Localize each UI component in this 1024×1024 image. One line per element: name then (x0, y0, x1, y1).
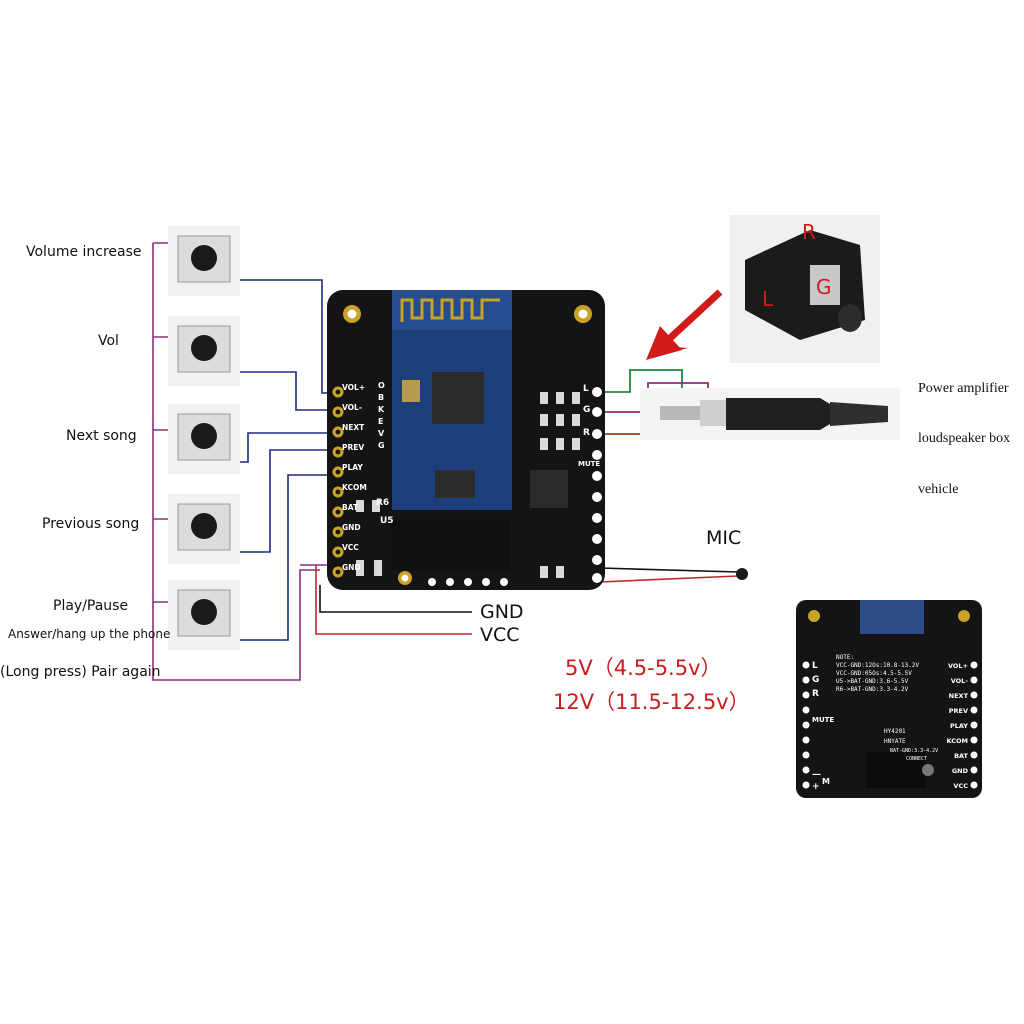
back-right-pins: VOL+ VOL- NEXT PREV PLAY KCOM BAT GND VC… (944, 659, 968, 809)
vcc-wire (315, 565, 472, 635)
label-next-song: Next song (66, 428, 137, 444)
chip-letter-e: E (378, 417, 384, 426)
voltage-12v: 12V（11.5-12.5v） (553, 690, 750, 714)
right-pin-pads (592, 387, 602, 583)
blue-wires (236, 279, 332, 641)
voltage-5v: 5V（4.5-5.5v） (565, 656, 722, 680)
tactile-button-3 (168, 404, 240, 474)
red-arrow (646, 289, 723, 360)
bottom-pin-pads (428, 578, 508, 586)
vcc-label: VCC (480, 624, 520, 646)
pin-next: NEXT (342, 423, 365, 432)
pin-play: PLAY (342, 463, 363, 472)
back-note-title: NOTE: (836, 654, 855, 661)
output-loudspeaker-box: loudspeaker box (918, 431, 1011, 446)
board-u5-mark: U5 (380, 516, 394, 526)
back-pin-vcc: VCC (953, 782, 968, 790)
pin-bat: BAT (342, 503, 359, 512)
board-left-pin-labels: VOL+ VOL- NEXT PREV PLAY KCOM BAT GND VC… (342, 378, 382, 578)
board-chip-letters: O B K E V G (378, 380, 390, 452)
back-model-2: HNYATE (884, 738, 906, 745)
audio-plug (640, 388, 900, 440)
jack-letter-l: L (762, 287, 774, 311)
back-note-line-3: U5->BAT-GND:3.6-5.5V (836, 678, 909, 685)
back-note-line-1: VCC-GND:12Os:10.8-13.2V (836, 662, 920, 669)
tactile-button-1 (168, 226, 240, 296)
label-volume-increase: Volume increase (26, 244, 142, 260)
pin-mute: MUTE (578, 460, 601, 468)
smd-components (356, 392, 580, 578)
main-board (327, 290, 605, 590)
label-pair-again: (Long press) Pair again (0, 664, 161, 680)
gnd-label: GND (480, 601, 524, 623)
pin-prev: PREV (342, 443, 365, 452)
pin-vol-minus: VOL- (342, 403, 362, 412)
back-pin-mute: MUTE (812, 716, 835, 724)
tactile-button-5 (168, 580, 240, 650)
back-pin-play: PLAY (949, 722, 968, 730)
mic-wire-black (599, 567, 739, 573)
output-vehicle: vehicle (918, 482, 959, 497)
output-power-amplifier: Power amplifier (918, 381, 1009, 396)
jack-letter-r: R (802, 220, 816, 244)
back-pin-minus: — (812, 770, 821, 780)
back-pin-gnd-2: GND (951, 797, 968, 805)
pin-l: L (583, 384, 589, 394)
back-board-pads (802, 661, 978, 789)
pin-r: R (583, 428, 590, 438)
back-pin-bat: BAT (954, 752, 968, 760)
mic-capsule (736, 568, 748, 580)
gnd-wire (319, 585, 472, 613)
mic-wire-red (599, 575, 739, 583)
left-pin-holes (335, 389, 341, 575)
back-pin-m: M (822, 777, 830, 786)
label-answer: Answer/hang up the phone (8, 627, 171, 641)
tactile-button-2 (168, 316, 240, 386)
back-connect: CONNECT (906, 756, 928, 762)
back-pin-prev: PREV (948, 707, 968, 715)
chip-letter-o: O (378, 381, 385, 390)
back-pin-r: R (812, 689, 819, 699)
back-bat-note: BAT-GND:3.3-4.2V (890, 748, 939, 754)
chip-letter-b: B (378, 393, 385, 402)
chip-letter-g: G (378, 441, 385, 450)
back-pin-next: NEXT (948, 692, 968, 700)
label-play-pause: Play/Pause (53, 598, 129, 614)
back-pin-kcom: KCOM (946, 737, 968, 745)
pin-gnd-1: GND (342, 523, 361, 532)
back-note-block: NOTE: VCC-GND:12Os:10.8-13.2V VCC-GND:05… (836, 654, 919, 694)
back-pin-l: L (812, 661, 818, 671)
pin-gnd-2: GND (342, 563, 361, 572)
pin-kcom: KCOM (342, 483, 367, 492)
pin-vol-plus: VOL+ (342, 383, 366, 392)
back-pin-g: G (812, 675, 820, 685)
tactile-button-4 (168, 494, 240, 564)
audio-jack-socket (730, 215, 880, 363)
back-note-line-2: VCC-GND:05Os:4.5-5.5V (836, 670, 912, 677)
board-r6-mark: R6 (376, 498, 390, 508)
chip-letter-k: K (378, 405, 385, 414)
back-pin-vol-minus: VOL- (950, 677, 968, 685)
mic-label: MIC (706, 527, 742, 549)
back-pin-vol-plus: VOL+ (947, 662, 968, 670)
back-pin-plus: + (812, 782, 820, 792)
back-model: HY4201 (884, 728, 906, 735)
back-left-pins: L G R (812, 659, 819, 701)
pin-vcc: VCC (342, 543, 359, 552)
pin-g: G (583, 405, 591, 415)
back-board (796, 600, 982, 798)
chip-letter-v: V (378, 429, 385, 438)
label-vol: Vol (98, 333, 119, 349)
jack-letter-g: G (816, 275, 832, 299)
label-previous-song: Previous song (42, 516, 140, 532)
back-note-line-4: R6->BAT-GND:3.3-4.2V (836, 686, 909, 693)
purple-wire-bus (152, 242, 330, 681)
back-pin-gnd-1: GND (951, 767, 968, 775)
